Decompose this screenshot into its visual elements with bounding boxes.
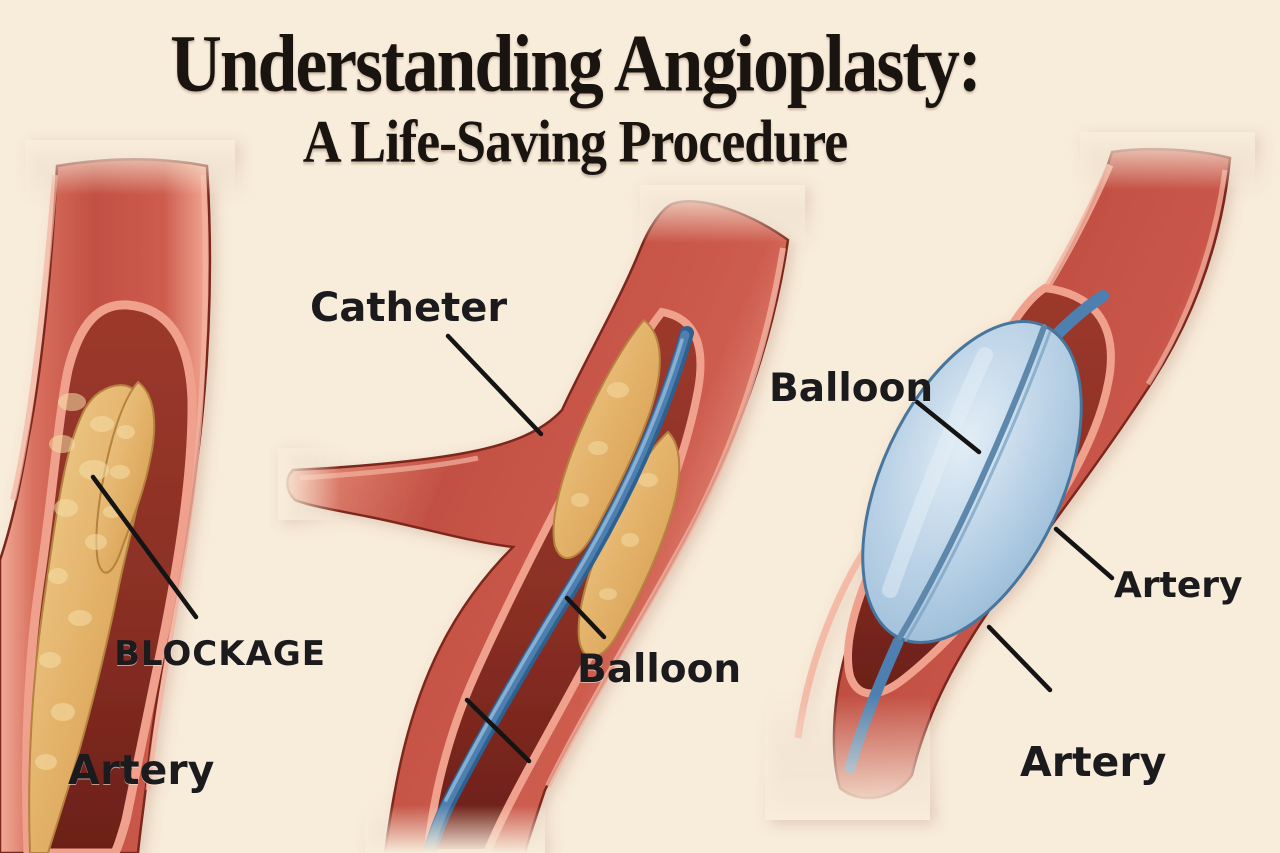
blockage-leader-line xyxy=(90,474,199,620)
catheter-artery-illustration xyxy=(278,185,805,853)
plaque-texture xyxy=(571,382,658,600)
label-balloon-middle: Balloon xyxy=(577,647,742,692)
artery-wall-highlight xyxy=(145,174,208,791)
blocked-artery-illustration xyxy=(0,140,235,853)
balloon-highlight xyxy=(882,347,993,598)
artery-end-fade xyxy=(765,695,930,820)
label-catheter: Catheter xyxy=(310,285,508,331)
title-line-1: Understanding Angioplasty: xyxy=(170,17,982,109)
label-blockage: BLOCKAGE xyxy=(114,634,327,674)
artery-end-fade xyxy=(640,185,805,243)
right-artery-upper-leader-line xyxy=(1053,526,1115,581)
branch-end-fade xyxy=(278,448,340,520)
artery-end-fade xyxy=(1080,132,1255,190)
catheter-tube-highlight xyxy=(444,338,684,802)
label-artery-right-upper: Artery xyxy=(1114,565,1243,606)
balloon-artery-illustration xyxy=(765,132,1255,820)
artery-end-fade xyxy=(25,140,235,195)
plaque-texture xyxy=(35,393,135,770)
artery-wall-highlight xyxy=(10,174,58,501)
artery-wall-highlight xyxy=(1145,169,1228,386)
artery-wall-highlight xyxy=(545,247,786,788)
page-title: Understanding Angioplasty: A Life-Saving… xyxy=(0,17,1150,172)
catheter-leader-line xyxy=(445,333,544,437)
artery-end-fade xyxy=(365,805,545,853)
right-balloon-leader-line xyxy=(914,399,982,455)
balloon-seam xyxy=(897,324,1047,640)
title-line-2: A Life-Saving Procedure xyxy=(302,107,848,175)
mid-balloon-leader-line xyxy=(564,595,607,640)
balloon-seam-shadow xyxy=(904,330,1052,642)
label-artery-left: Artery xyxy=(68,746,215,794)
mid-catheter-pointer-line xyxy=(464,697,532,764)
label-balloon-right: Balloon xyxy=(769,366,934,411)
label-artery-right-lower: Artery xyxy=(1020,738,1167,786)
right-artery-lower-leader-line xyxy=(986,624,1053,693)
